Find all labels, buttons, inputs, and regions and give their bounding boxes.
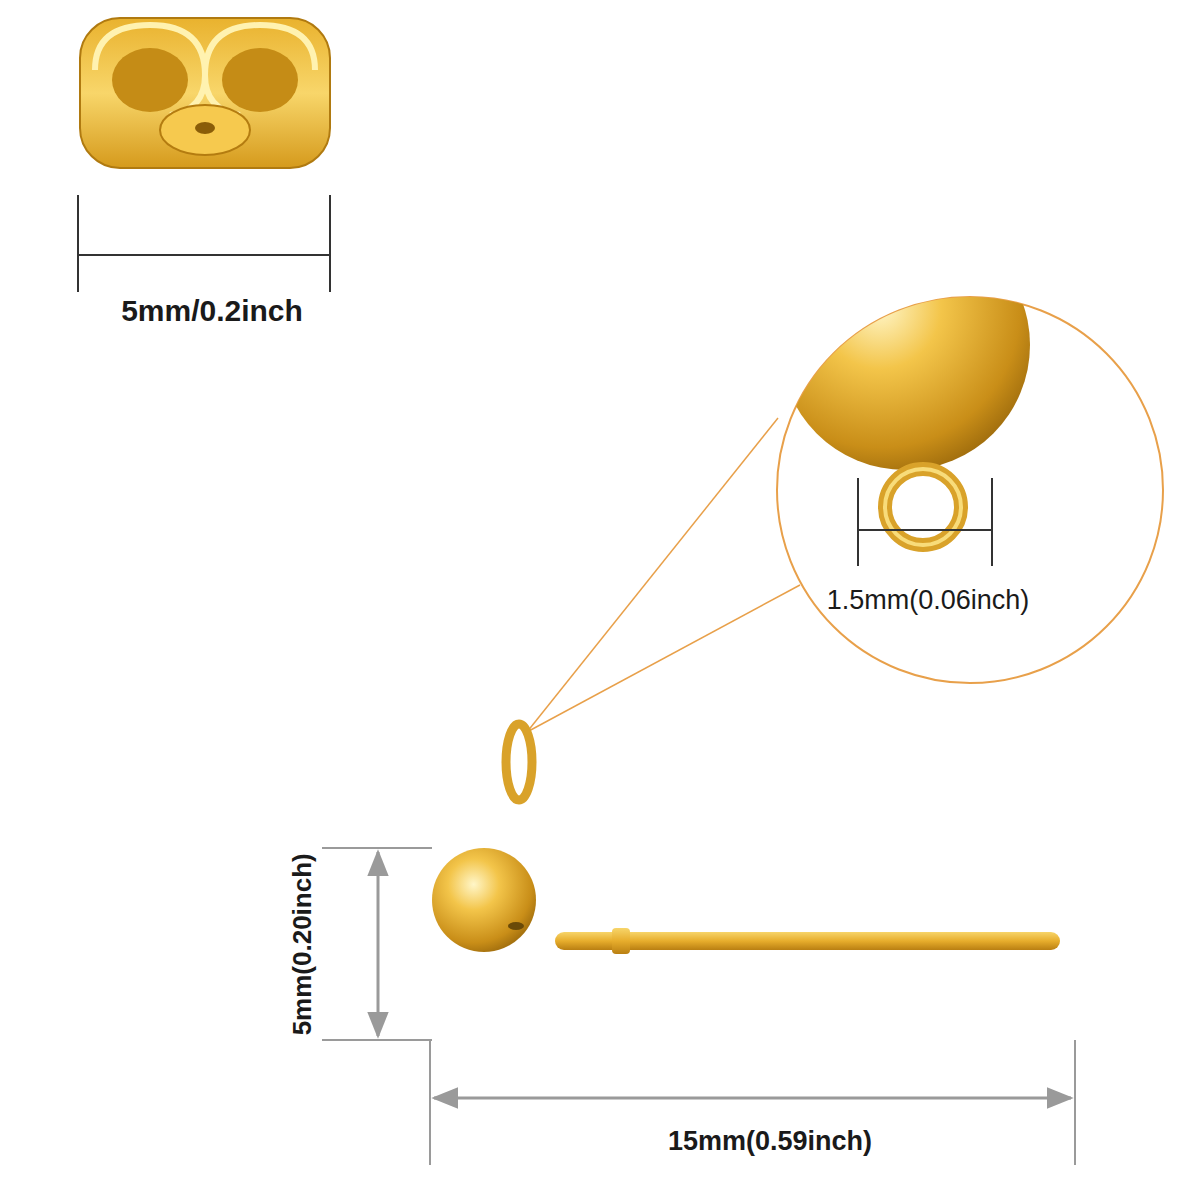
dimension-label: 1.5mm(0.06inch) bbox=[827, 586, 1030, 616]
dimension-line bbox=[78, 195, 330, 292]
dimension-label: 5mm(0.20inch) bbox=[288, 853, 317, 1035]
zoom-callout bbox=[527, 220, 1163, 732]
ball-stud bbox=[432, 724, 1060, 954]
earring-back bbox=[80, 18, 330, 168]
dimension-line bbox=[322, 848, 1075, 1165]
dimension-label: 15mm(0.59inch) bbox=[668, 1127, 872, 1157]
dimension-label: 5mm/0.2inch bbox=[121, 294, 303, 327]
